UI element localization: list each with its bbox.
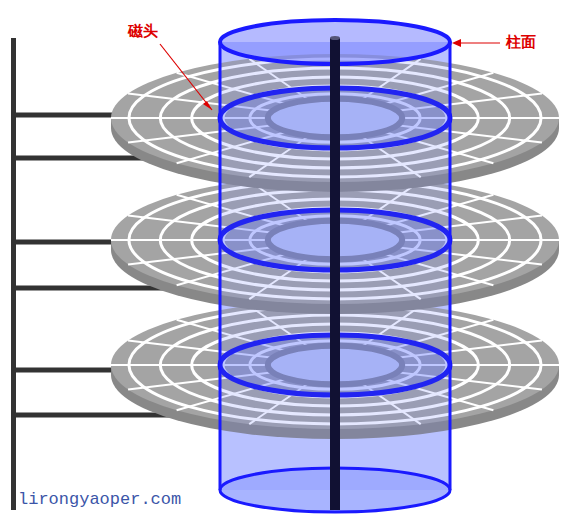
watermark: lirongyaoper.com [18,490,181,509]
leader-line [160,44,212,110]
leader-arrow [452,39,461,47]
spindle [330,38,340,510]
part-label: 磁头 [128,22,158,41]
leader-line [458,42,500,43]
actuator-post [11,38,16,510]
part-label: 柱面 [506,33,536,52]
cylinder-side [219,42,222,490]
leader-arrow [203,101,212,110]
cylinder-side [449,42,452,490]
